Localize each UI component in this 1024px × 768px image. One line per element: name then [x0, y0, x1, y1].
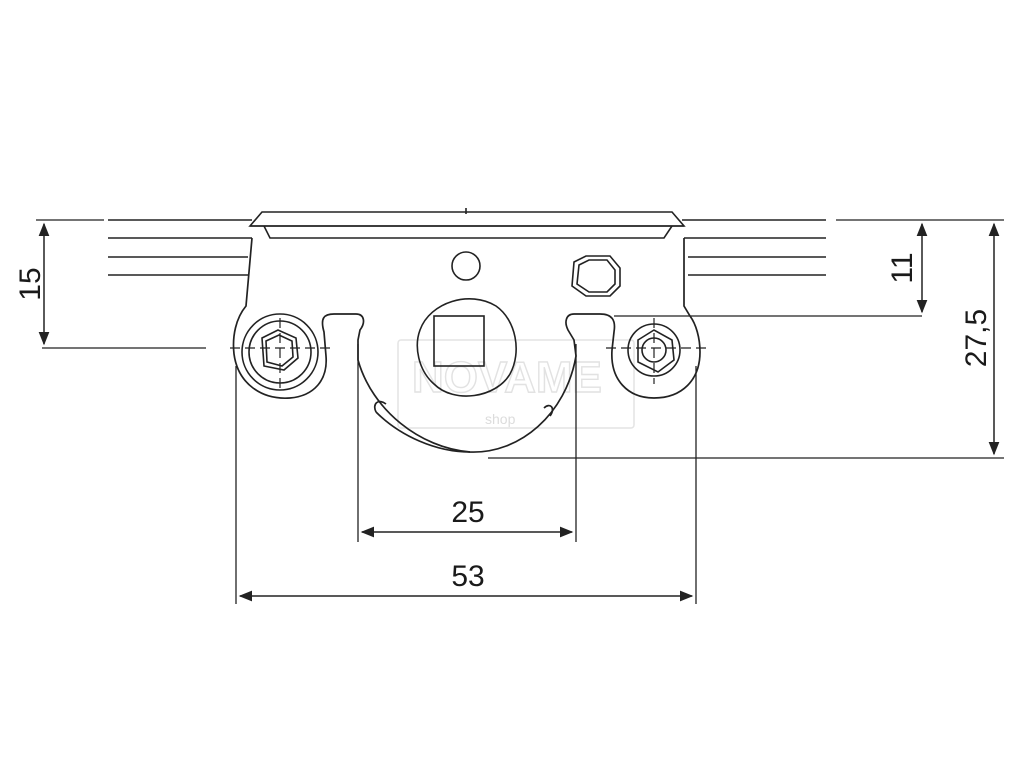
- top-hole: [451, 251, 481, 281]
- drive-hub: [416, 298, 517, 397]
- dim-label-left-height: 15: [14, 267, 47, 300]
- lock-body: [232, 237, 701, 453]
- dim-label-right-total: 27,5: [960, 309, 993, 367]
- dimension-lines: [38, 222, 1000, 602]
- hex-slot: [571, 255, 621, 297]
- dim-label-inner-width: 25: [451, 496, 484, 529]
- watermark-sub: shop: [485, 411, 516, 427]
- dim-label-outer-width: 53: [451, 560, 484, 593]
- extension-lines: [36, 219, 1004, 604]
- profile-rails: [108, 219, 826, 276]
- center-lines: [230, 318, 706, 390]
- dim-label-right-small: 11: [886, 252, 919, 283]
- cover-plate: [248, 208, 686, 239]
